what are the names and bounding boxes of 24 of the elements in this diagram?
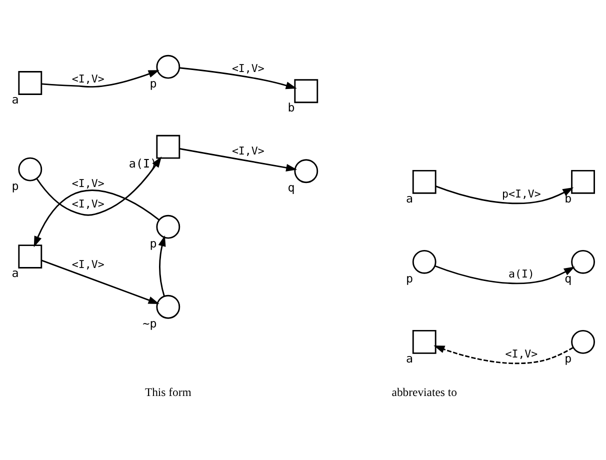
edge-label: <I,V>: [232, 62, 264, 75]
node-label: a: [12, 92, 19, 107]
node-label: a: [406, 191, 414, 206]
node-label: q: [288, 180, 295, 195]
node-label: q: [564, 272, 572, 286]
node-label: p: [12, 178, 19, 193]
node-label: p: [406, 272, 414, 286]
node-label: a: [406, 352, 414, 366]
edge-label: <I,V>: [72, 258, 104, 271]
edge-label: <I,V>: [505, 348, 538, 361]
edge-label: a(I): [508, 268, 534, 281]
label: This form: [144, 386, 192, 400]
edge-label: p<I,V>: [502, 188, 541, 201]
node-label: p: [564, 352, 572, 366]
edge-label: <I,V>: [72, 176, 104, 190]
node-label: a: [12, 266, 19, 280]
node-label: p: [150, 76, 157, 90]
node-label: ~p: [142, 316, 157, 330]
node-label: p: [150, 236, 157, 250]
edge-label: <I,V>: [72, 72, 104, 86]
edge-label: <I,V>: [72, 198, 104, 211]
node-label: b: [288, 100, 295, 115]
label: abbreviates to: [392, 386, 457, 400]
edge-label: <I,V>: [232, 144, 264, 158]
